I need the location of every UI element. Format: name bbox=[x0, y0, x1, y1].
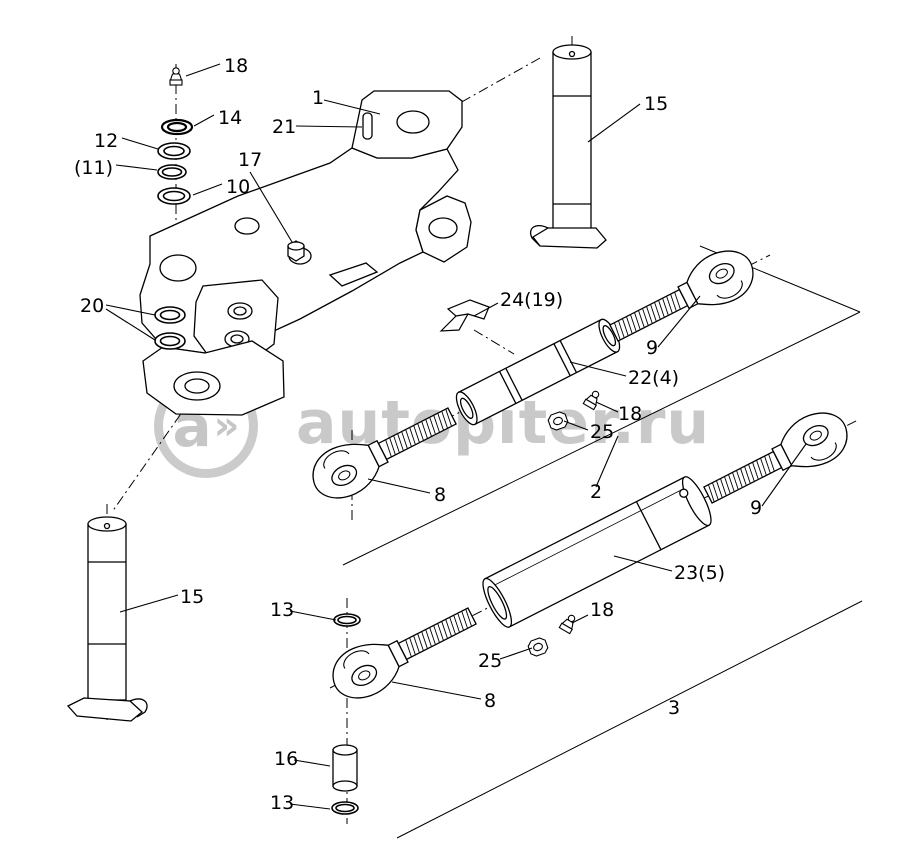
callout-labels: 18 14 12 (11) 10 1 21 17 15 20 24(19) 22… bbox=[74, 55, 762, 814]
label-clevis-top-9: 9 bbox=[646, 337, 658, 359]
label-ring-top-13: 13 bbox=[270, 599, 294, 621]
washer-14 bbox=[160, 118, 194, 136]
label-nut-bot-25: 25 bbox=[478, 650, 502, 672]
label-pin-bottom-15: 15 bbox=[180, 586, 204, 608]
turnbuckle-22 bbox=[455, 318, 621, 426]
clip-24 bbox=[439, 299, 490, 332]
label-ring-11: (11) bbox=[74, 157, 113, 179]
tube-23 bbox=[482, 476, 712, 628]
bracket-part-1 bbox=[139, 90, 472, 416]
label-grease-bot: 18 bbox=[590, 599, 614, 621]
nut-part-17 bbox=[287, 240, 305, 262]
pin-16 bbox=[332, 744, 358, 792]
ring-13-bottom bbox=[331, 801, 359, 815]
label-tube-23: 23(5) bbox=[674, 562, 725, 584]
label-rings-20: 20 bbox=[80, 295, 104, 317]
clevis-9-lower bbox=[695, 402, 857, 518]
nut-25-mid bbox=[546, 409, 570, 433]
label-grease-mid: 18 bbox=[618, 403, 642, 425]
label-clevis-low-9: 9 bbox=[750, 497, 762, 519]
label-ring-10: 10 bbox=[226, 176, 250, 198]
label-nut-mid-25: 25 bbox=[590, 421, 614, 443]
label-assembly-3: 3 bbox=[668, 697, 680, 719]
grease-fitting-bottom bbox=[558, 612, 579, 635]
label-washer-14: 14 bbox=[218, 107, 242, 129]
pin-15-bottom bbox=[66, 516, 148, 722]
bracket-slot-21 bbox=[362, 112, 373, 140]
label-turnbuckle-22: 22(4) bbox=[628, 367, 679, 389]
label-ring-bot-13: 13 bbox=[270, 792, 294, 814]
label-bracket-1: 1 bbox=[312, 87, 324, 109]
clevis-8-bottom bbox=[323, 593, 485, 709]
label-slot-21: 21 bbox=[272, 116, 296, 138]
grease-fitting-mid bbox=[582, 388, 603, 411]
grease-fitting-top bbox=[169, 67, 183, 86]
label-clevis-mid-8: 8 bbox=[434, 484, 446, 506]
clevis-9-top bbox=[601, 240, 763, 356]
label-pin-16: 16 bbox=[274, 748, 298, 770]
leader-lines bbox=[105, 63, 807, 810]
centerlines bbox=[106, 36, 859, 824]
pin-15-top bbox=[530, 44, 607, 249]
label-pin-top-15: 15 bbox=[644, 93, 668, 115]
rings-20 bbox=[154, 306, 186, 350]
nut-25-bottom bbox=[526, 635, 550, 659]
washer-stack bbox=[157, 67, 194, 205]
label-grease-top: 18 bbox=[224, 55, 248, 77]
label-clip-24: 24(19) bbox=[500, 289, 563, 311]
ring-13-top bbox=[333, 613, 361, 627]
label-nut-17: 17 bbox=[238, 149, 262, 171]
label-clevis-bot-8: 8 bbox=[484, 690, 496, 712]
label-assembly-2: 2 bbox=[590, 481, 602, 503]
label-ring-12: 12 bbox=[94, 130, 118, 152]
